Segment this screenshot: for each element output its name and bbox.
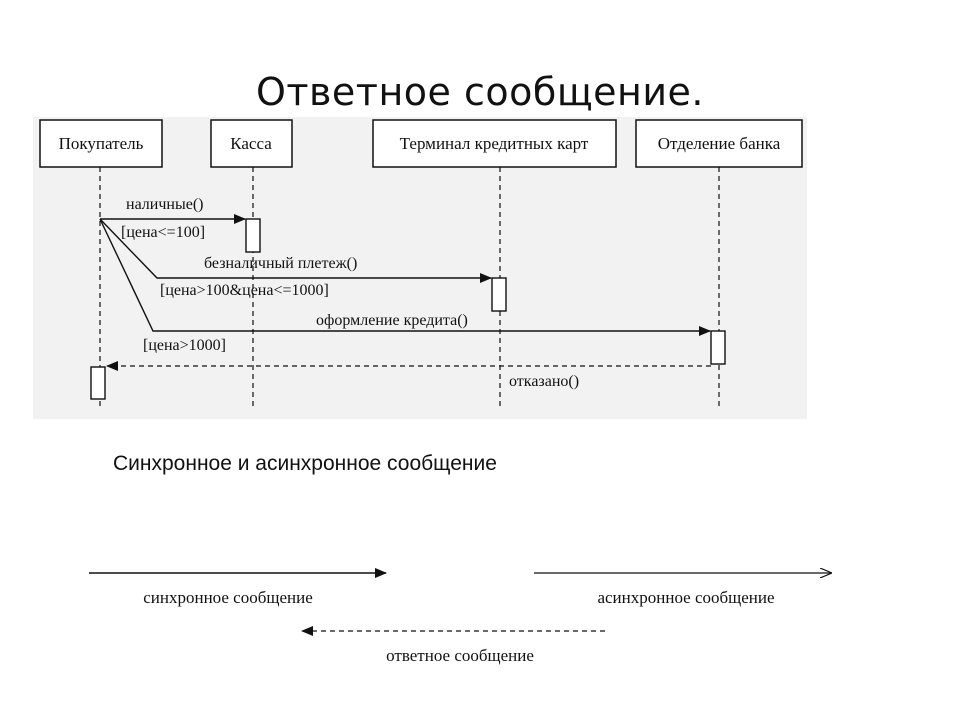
message-credit-label: оформление кредита() (316, 312, 468, 329)
message-credit-guard: [цена>1000] (143, 337, 226, 354)
lifeline-label-buyer: Покупатель (59, 134, 144, 153)
slide-title: Ответное сообщение. (255, 70, 704, 114)
message-card-label: безналичный плетеж() (204, 255, 357, 272)
lifeline-head-bank: Отделение банка (635, 119, 803, 168)
lifeline-head-cashier: Касса (210, 119, 293, 168)
message-card-guard: [цена>100&цена<=1000] (160, 282, 329, 299)
message-cash-label: наличные() (126, 196, 203, 213)
activation-buyer (90, 366, 106, 400)
activation-bank (710, 330, 726, 365)
lifeline-label-cashier: Касса (230, 134, 272, 153)
message-card-arrow (99, 218, 492, 283)
lifeline-label-bank: Отделение банка (658, 134, 781, 153)
section-subtitle: Синхронное и асинхронное сообщение (113, 452, 497, 475)
lifeline-head-terminal: Терминал кредитных карт (372, 119, 617, 168)
legend-reply-label: ответное сообщение (386, 646, 534, 665)
activation-terminal (491, 277, 507, 312)
lifeline-head-buyer: Покупатель (39, 119, 163, 168)
legend-sync-label: синхронное сообщение (143, 588, 313, 607)
legend-async-label: асинхронное сообщение (597, 588, 774, 607)
message-cash-guard: [цена<=100] (121, 224, 205, 241)
activation-cashier (245, 218, 261, 253)
message-credit-arrow (99, 218, 711, 336)
lifeline-label-terminal: Терминал кредитных карт (400, 134, 589, 153)
reply-refused-label: отказано() (509, 373, 579, 390)
